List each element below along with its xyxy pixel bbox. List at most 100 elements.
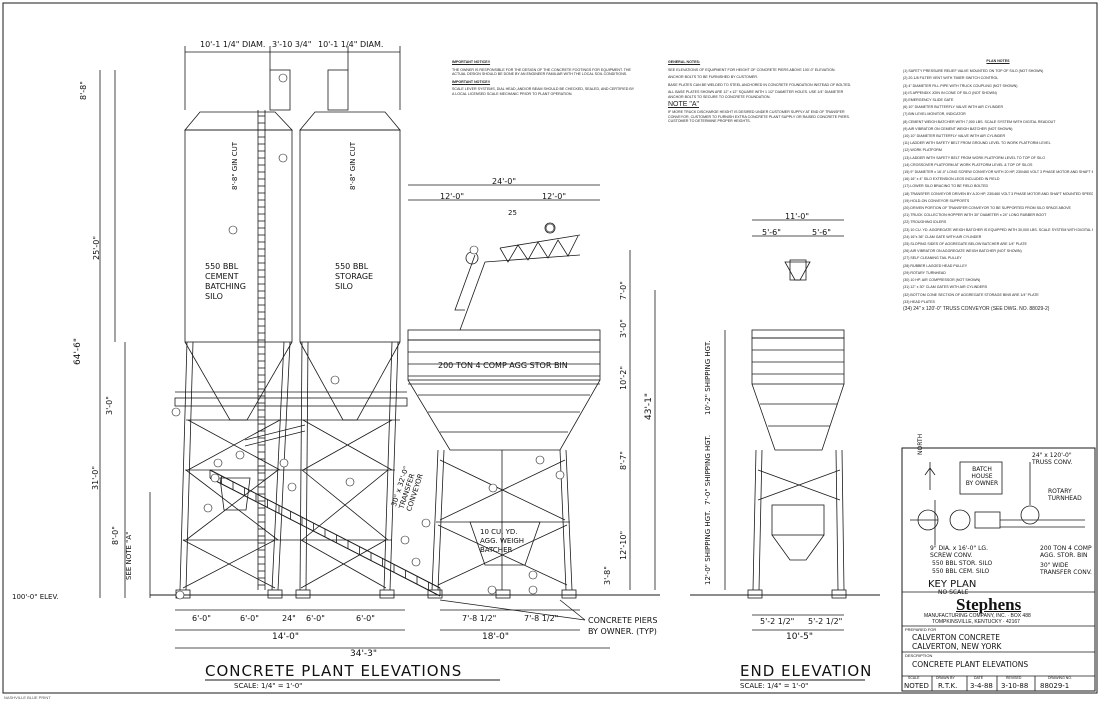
cement-silo-label-line: CEMENT <box>205 272 239 281</box>
plan-notes-title: PLAN NOTES <box>986 59 1010 63</box>
dim-right-diam: 10'-1 1/4" DIAM. <box>318 40 384 49</box>
end-roof <box>789 259 807 281</box>
concrete-pier <box>379 589 395 599</box>
bin-half2: 12'-0" <box>542 192 567 201</box>
truss-conveyor <box>454 234 581 331</box>
plan-note-item: (2) 20-1/8 FILTER VENT WITH TIMER SWITCH… <box>903 76 999 81</box>
drawing-no-label: DRAWING NO. <box>1048 676 1072 680</box>
company-addr: TOMPKINSVILLE, KENTUCKY · 42167 <box>932 619 1020 625</box>
plan-note-item: (13) LADDER WITH SAFETY BELT FROM WORK P… <box>903 155 1046 160</box>
dim-left-diam: 10'-1 1/4" DIAM. <box>200 40 266 49</box>
main-title: CONCRETE PLANT ELEVATIONS <box>205 662 463 680</box>
prepared-line-2: CALVERTON, NEW YORK <box>912 642 1002 651</box>
concrete-pier <box>267 589 283 599</box>
dim-cone2: 8'-8" GIN CUT <box>349 141 357 190</box>
general-notes: GENERAL NOTES: SEE ELEVATIONS OF EQUIPME… <box>668 58 853 127</box>
end-bin-top <box>751 329 845 339</box>
bin-width: 24'-0" <box>492 177 517 186</box>
plan-note-item: (7) BIN LEVEL MONITOR, INDICATOR <box>903 112 966 117</box>
bottom-span: 14'-0" <box>272 632 300 642</box>
piers-note-line: CONCRETE PIERS <box>588 616 658 625</box>
callout-balloon <box>213 458 223 468</box>
callout-balloon <box>545 223 555 233</box>
callout-balloon <box>278 73 288 83</box>
bottom-dim-4: 6'-0" <box>306 614 325 623</box>
plan-note-item: (14) CROSSOVER PLATFORM AT WORK PLATFORM… <box>903 162 1033 167</box>
callout-balloon <box>228 225 238 235</box>
plan-note-item: (5) EMERGENCY SLIDE GATE <box>903 98 954 103</box>
plan-note-item: (31) 12" x 30" CLAM GATES WITH AIR CYLIN… <box>903 285 988 290</box>
footer-stamp: NASHVILLE BLUE PRINT <box>4 695 51 700</box>
callout-balloon <box>203 503 213 513</box>
callout-balloon <box>287 482 297 492</box>
bottom-dim-1: 6'-0" <box>192 614 211 623</box>
title-block-frame <box>901 447 1096 692</box>
callout-balloon <box>345 477 355 487</box>
weigh-batcher-label-line: 10 CU. YD. <box>480 528 518 536</box>
callout-balloon <box>528 585 538 595</box>
plan-note-item: (10) 10" DIAMETER BUTTERFLY VALVE WITH A… <box>903 134 1006 139</box>
plan-note-item: (9) AIR VIBRATOR ON CEMENT WEIGH BATCHER… <box>903 126 1013 131</box>
agg-bin-top <box>407 329 601 341</box>
general-para-1: SEE ELEVATIONS OF EQUIPMENT FOR HEIGHT O… <box>668 67 836 72</box>
plan-note-item: (23) 10 CU. YD. AGGREGATE WEIGH BATCHER … <box>903 227 1093 232</box>
piers-note-line: BY OWNER. (TYP) <box>588 627 657 636</box>
transfer-key-label-line: TRANSFER CONV. <box>1040 569 1092 576</box>
silo-right-cone <box>299 341 401 421</box>
dim-top: 8'-8" <box>79 81 88 100</box>
dim-total: 64'-6" <box>73 337 83 365</box>
plan-note-item: (19) HOLD-ON CONVEYOR SUPPORTS <box>903 198 970 203</box>
end-top-width: 11'-0" <box>785 212 810 221</box>
general-para-3: BASE PLATES CAN BE WELDED TO STEEL ANCHO… <box>668 82 852 87</box>
north-arrow <box>924 462 936 490</box>
callout-balloon <box>175 590 185 600</box>
plan-note-item: (20) DRIVEN PORTION OF TRANSFER CONVEYOR… <box>903 206 1071 211</box>
concrete-pier <box>561 589 577 599</box>
bottom-dim-2: 6'-0" <box>240 614 259 623</box>
sheet-border <box>2 2 1098 694</box>
callout-balloon <box>421 518 431 528</box>
dim-mid: 25'-0" <box>92 235 101 260</box>
callout-balloon <box>278 153 288 163</box>
screw-label-line: SCREW CONV. <box>930 552 973 559</box>
end-ship-1: 10'-2" SHIPPING HGT. <box>704 340 712 415</box>
cement-silo-key: 550 BBL CEM. SILO <box>932 568 990 575</box>
bin-half1: 12'-0" <box>440 192 465 201</box>
plan-note-item: (3) 4" DIAMETER FILL PIPE WITH TRUCK COU… <box>903 83 1018 88</box>
plan-note-item: (22) TROUGHING IDLERS <box>903 220 947 225</box>
general-para-2: ANCHOR BOLTS TO BE FURNISHED BY CUSTOMER… <box>668 75 758 80</box>
important-heading-1: IMPORTANT NOTICE!! <box>452 60 491 64</box>
plan-note-item: (1) SAFETY PRESSURE RELIEF VALVE MOUNTED… <box>903 69 1044 74</box>
bin-bottom-1: 7'-8 1/2" <box>462 614 497 623</box>
general-heading: GENERAL NOTES: <box>668 60 701 64</box>
note-a-ref: SEE NOTE "A" <box>125 531 133 580</box>
concrete-pier <box>427 589 443 599</box>
dim-cone1: 8'-8" GIN CUT <box>231 141 239 190</box>
transfer-key-label-line: 30" WIDE <box>1040 562 1069 569</box>
dim-gap: 3'-10 3/4" <box>272 40 312 49</box>
silo-left-roof <box>184 111 293 131</box>
end-bottom-total: 10'-5" <box>786 632 814 642</box>
description-value: CONCRETE PLANT ELEVATIONS <box>912 660 1029 669</box>
callout-balloon <box>330 375 340 385</box>
silo-right-roof <box>299 111 401 131</box>
callout-balloon <box>210 473 220 483</box>
company-name: Stephens <box>956 595 1022 614</box>
storage-silo-label-line: SILO <box>335 282 353 291</box>
agg-key-label-line: 200 TON 4 COMP <box>1040 545 1092 552</box>
concrete-pier <box>831 589 847 599</box>
important-para-2: SCALE LEVER SYSTEMS, DIAL HEAD, AND/OR B… <box>452 87 635 96</box>
prepared-line-1: CALVERTON CONCRETE <box>912 633 1000 642</box>
plan-note-item: (25) SLOPING SIDES OF AGGREGATE BELOW BA… <box>903 242 1027 247</box>
callout-balloon <box>279 458 289 468</box>
cement-silo-label-line: BATCHING <box>205 282 246 291</box>
bin-h7: 3'-8" <box>603 566 612 585</box>
plan-notes: PLAN NOTES (1) SAFETY PRESSURE RELIEF VA… <box>903 58 1093 313</box>
general-para-4: ALL BASE PLATES SHOWN ARE 12" x 12" SQUA… <box>668 90 844 99</box>
bottom-total: 34'-3" <box>350 649 378 659</box>
end-title: END ELEVATION <box>740 662 873 680</box>
plan-note-item: (30) 10 HP. AIR COMPRESSOR (NOT SHOWN) <box>903 278 981 283</box>
note-a-para: IF MORE TRUCK DISCHARGE HEIGHT IS DESIRE… <box>668 110 850 124</box>
